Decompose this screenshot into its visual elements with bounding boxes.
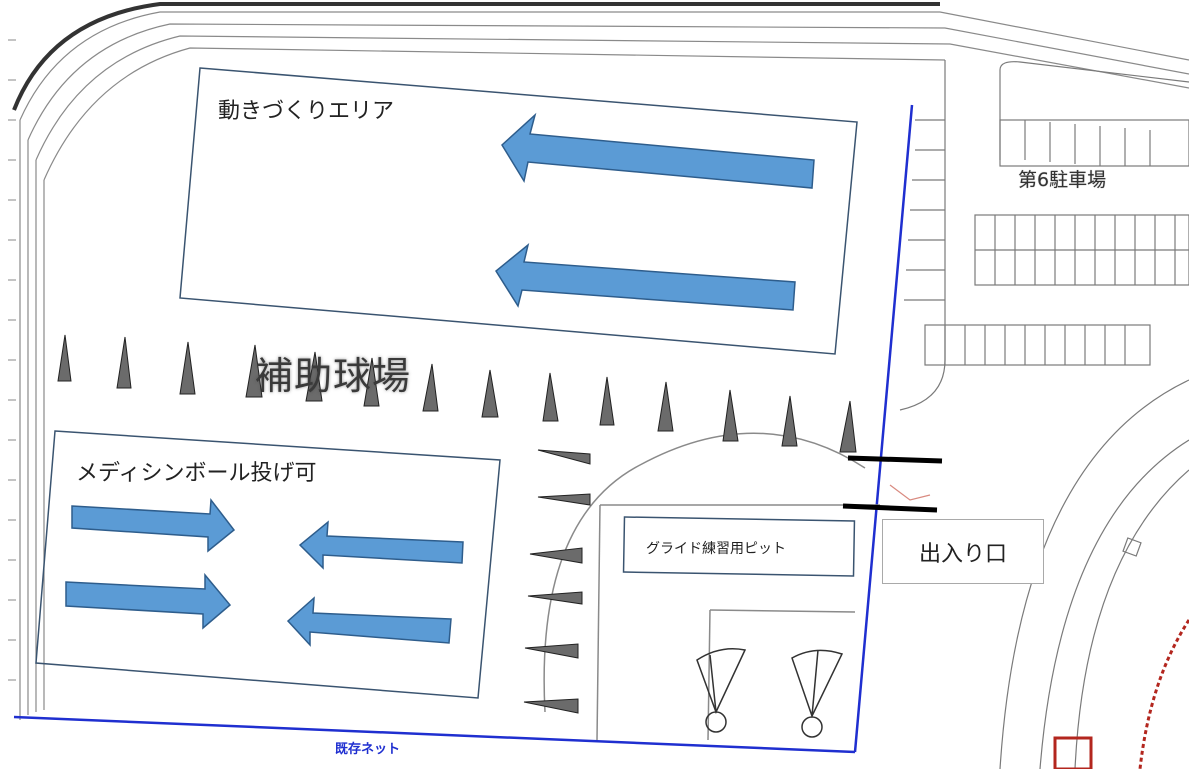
medicine-ball-area-label: メディシンボール投げ可 [76, 461, 317, 486]
cone [599, 376, 615, 426]
cone [527, 591, 583, 605]
cone [657, 381, 674, 432]
arrow-right [65, 572, 232, 630]
glide-pit-box [622, 516, 856, 577]
field-name-label: 補助球場 [255, 354, 412, 398]
entrance-red-path [889, 484, 931, 501]
parking-lot [899, 60, 1189, 411]
parking-label: 第6駐車場 [1018, 169, 1107, 191]
cones-row [57, 334, 857, 453]
arrow-left [298, 520, 464, 570]
cone [542, 372, 559, 422]
existing-net-label: 既存ネット [335, 742, 401, 757]
cone [481, 369, 499, 418]
arrow-right [71, 497, 236, 553]
arrow-left [501, 112, 815, 189]
existing-net-line [13, 104, 914, 754]
arrow-left [495, 243, 796, 311]
medicine-ball-area-box [35, 430, 501, 699]
cone [57, 334, 72, 382]
road-curves [999, 379, 1189, 769]
glide-pit-label: グライド練習用ピット [646, 541, 786, 557]
cone [363, 357, 380, 407]
arrow-left [286, 596, 452, 647]
cone [245, 344, 263, 398]
cone [524, 643, 579, 659]
left-border-ticks [8, 39, 16, 681]
cone [523, 698, 579, 714]
cone [537, 493, 591, 506]
cone [537, 449, 591, 465]
medicine-ball-arrows [65, 497, 464, 647]
entrance-label: 出入り口 [918, 541, 1007, 567]
movement-area-label: 動きづくりエリア [218, 99, 395, 124]
cone [722, 389, 739, 442]
cone [422, 363, 439, 412]
cone [529, 547, 583, 564]
cone [781, 395, 798, 447]
cone [839, 400, 857, 453]
throwing-sectors [696, 648, 844, 738]
track-outer-edge [12, 2, 940, 111]
entrance-label-box: 出入り口 [882, 519, 1044, 584]
cone [305, 351, 323, 402]
running-track [19, 11, 1189, 720]
movement-area-box [179, 67, 858, 355]
entrance-bars [842, 455, 943, 513]
red-stand [1138, 619, 1189, 769]
red-building [1053, 736, 1093, 769]
cone [116, 336, 132, 389]
movement-arrows [495, 112, 815, 311]
pit-enclosure [596, 504, 880, 741]
cone [179, 341, 196, 395]
cones-arc [523, 449, 591, 714]
